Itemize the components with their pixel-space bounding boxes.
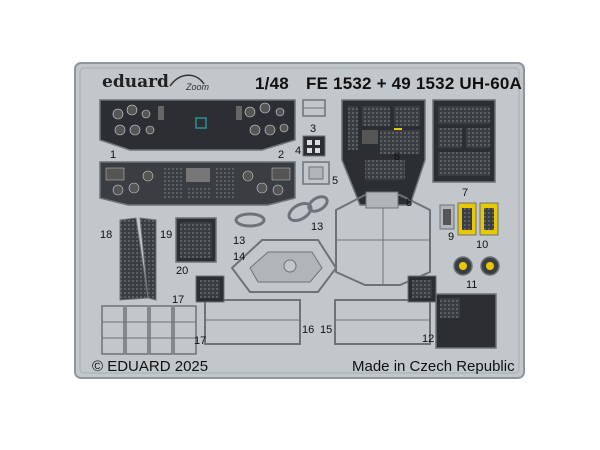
part-6-center-console bbox=[341, 99, 426, 206]
part-number: 8 bbox=[406, 197, 413, 209]
part-number: 9 bbox=[448, 231, 455, 243]
brand-logo-text: eduard bbox=[102, 72, 169, 92]
part-13-links bbox=[234, 195, 329, 228]
part-number: 19 bbox=[160, 229, 173, 241]
zoom-logo-swoosh bbox=[169, 74, 205, 87]
part-number: 20 bbox=[176, 265, 189, 277]
part-2-instrument-panel bbox=[99, 161, 296, 206]
part-number: 2 bbox=[278, 149, 285, 161]
part-12-box bbox=[435, 293, 497, 349]
part-3-bracket bbox=[302, 99, 326, 117]
part-number: 4 bbox=[295, 145, 302, 157]
part-number: 11 bbox=[466, 279, 478, 291]
part-number: 12 bbox=[422, 333, 435, 345]
part-number: 10 bbox=[476, 239, 489, 251]
part-number: 13 bbox=[233, 235, 246, 247]
part-number: 15 bbox=[320, 324, 333, 336]
part-18-ribbed-panels bbox=[119, 217, 157, 301]
part-number: 5 bbox=[332, 175, 339, 187]
part-17-frames bbox=[101, 305, 197, 355]
part-19-panel bbox=[175, 217, 217, 263]
part-number: 7 bbox=[462, 187, 469, 199]
zoom-line-label: Zoom bbox=[186, 82, 210, 92]
part-15-seat-pan-right bbox=[334, 275, 437, 345]
part-number: 3 bbox=[310, 123, 317, 135]
part-14-seat-base bbox=[230, 239, 338, 293]
part-number: 18 bbox=[100, 229, 113, 241]
part-number: 16 bbox=[302, 324, 315, 336]
scale-label: 1/48 bbox=[255, 74, 289, 93]
part-16-seat-pan-left bbox=[195, 275, 301, 345]
origin-text: Made in Czech Republic bbox=[352, 358, 515, 375]
part-5-frame bbox=[302, 161, 330, 185]
part-number: 13 bbox=[311, 221, 324, 233]
part-number: 14 bbox=[233, 251, 246, 263]
part-8-frame bbox=[335, 191, 431, 286]
part-7-seat-harness bbox=[457, 202, 499, 236]
product-code: FE 1532 + 49 1532 UH-60A bbox=[306, 74, 523, 93]
part-10-round-fixtures bbox=[453, 256, 500, 276]
part-number: 1 bbox=[110, 149, 117, 161]
fret-inner-border bbox=[79, 67, 520, 374]
part-overhead-console bbox=[432, 99, 496, 183]
part-9-buckle bbox=[439, 204, 455, 230]
part-4-switch-panel bbox=[302, 135, 326, 157]
part-1-instrument-panel bbox=[99, 99, 296, 151]
part-number: 17 bbox=[172, 294, 185, 306]
part-number: 6 bbox=[394, 151, 401, 163]
copyright-text: © EDUARD 2025 bbox=[92, 358, 209, 375]
part-number: 17 bbox=[194, 335, 207, 347]
